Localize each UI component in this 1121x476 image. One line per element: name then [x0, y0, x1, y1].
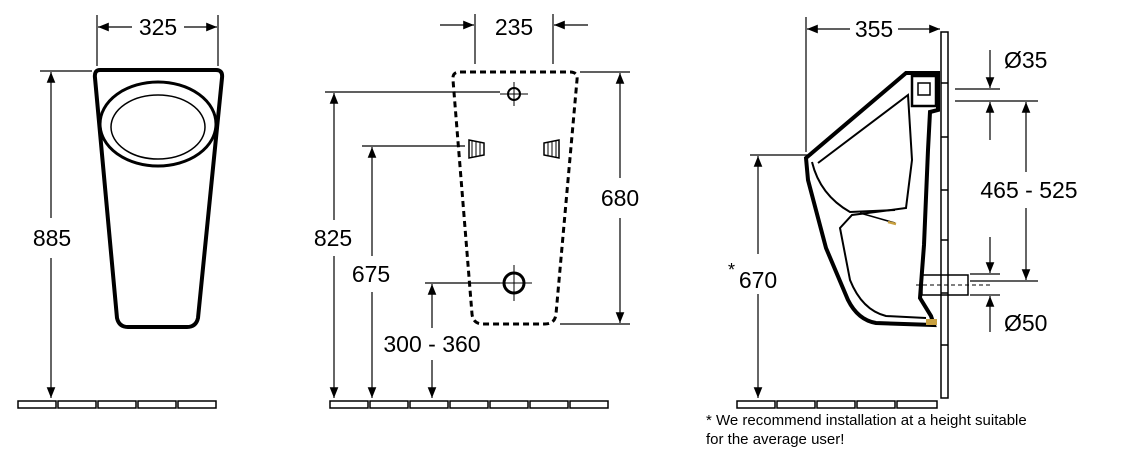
bolt-spacing-label: 235 [495, 14, 533, 40]
footnote-line-1: * We recommend installation at a height … [706, 412, 1027, 429]
wall [940, 31, 949, 399]
side-urinal-bowl [811, 161, 896, 214]
floor-mounting [329, 400, 609, 409]
front-height-label: 885 [33, 225, 71, 251]
inlet-outlet-distance-label: 465 - 525 [980, 177, 1077, 203]
front-width-label: 325 [139, 14, 177, 40]
top-fixing-label: 825 [314, 225, 352, 251]
flush-inlet-fitting [910, 74, 938, 108]
fixing-bracket-right [543, 139, 560, 159]
installation-footnote: * We recommend installation at a height … [706, 411, 1116, 449]
inlet-diameter-label: Ø35 [1004, 47, 1047, 73]
siphon-accent [887, 220, 897, 226]
side-fixing-label: 675 [352, 261, 390, 287]
rim-height-label: 670 [739, 267, 777, 293]
side-urinal-outer [803, 71, 940, 328]
front-view: 325 885 [17, 14, 225, 409]
front-urinal-body [92, 68, 225, 329]
front-bowl-rim [98, 80, 218, 168]
mounting-view: 235 680 825 675 300 - 360 [314, 14, 639, 409]
fixing-bracket-left [468, 139, 485, 159]
outlet-diameter-label: Ø50 [1004, 310, 1047, 336]
floor-front [17, 400, 217, 409]
mounting-outline [451, 70, 579, 326]
side-urinal-inner [817, 93, 927, 319]
footnote-line-2: for the average user! [706, 431, 845, 448]
side-view: 355 Ø35 465 - 525 Ø50 * 670 [728, 16, 1078, 409]
outlet-pipe [916, 274, 990, 296]
outlet-hole [496, 265, 532, 301]
rim-height-marker: * [728, 260, 735, 280]
plate-height-label: 680 [601, 185, 639, 211]
floor-side [736, 400, 938, 409]
front-bowl-inner [110, 94, 206, 160]
top-inlet-hole [500, 82, 528, 106]
outlet-height-label: 300 - 360 [383, 331, 480, 357]
outlet-accent [926, 319, 937, 325]
depth-label: 355 [855, 16, 893, 42]
